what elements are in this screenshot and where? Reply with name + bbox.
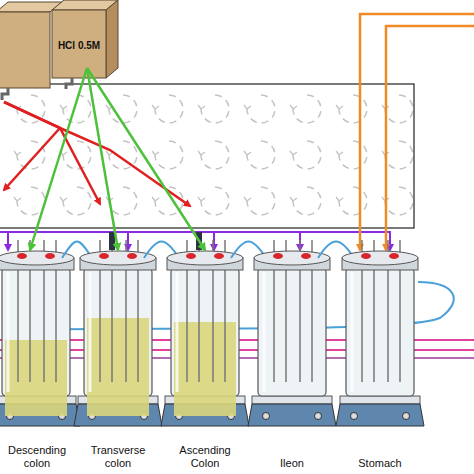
reservoir-box: HCl 0.5M xyxy=(52,28,106,68)
feed-line xyxy=(360,14,474,250)
bioreactor-node: Transverse colon xyxy=(75,250,161,472)
bioreactor-node: Descending colon xyxy=(0,250,74,472)
acid-line xyxy=(30,68,87,250)
acid-line xyxy=(87,68,118,250)
vessel-label: Ascending Colon xyxy=(170,444,240,470)
bioreactor xyxy=(74,232,179,426)
reservoir-label: HCl 0.5M xyxy=(52,28,106,51)
bioreactor-node: Ascending Colon xyxy=(162,250,248,472)
vessel-label: Ileon xyxy=(257,457,327,470)
bioreactor xyxy=(248,240,354,426)
acid-base-line xyxy=(4,102,190,206)
bioreactor-node: Stomach xyxy=(337,250,423,472)
vessel-label: Stomach xyxy=(345,457,415,470)
acid-line xyxy=(87,68,205,250)
water-bath xyxy=(0,84,414,228)
bioreactor xyxy=(161,232,266,426)
bioreactor xyxy=(336,240,424,426)
vessel-label: Transverse colon xyxy=(83,444,153,470)
vessel-label: Descending colon xyxy=(2,444,72,470)
bioreactor-node: Ileon xyxy=(249,250,335,472)
